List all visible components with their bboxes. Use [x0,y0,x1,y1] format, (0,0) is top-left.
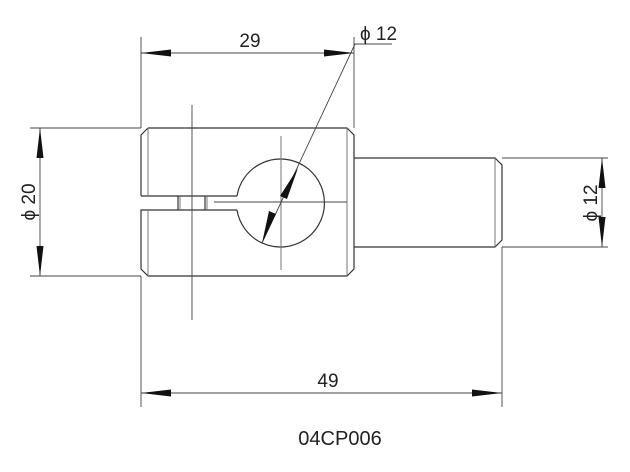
dimension-body-length: 29 [141,31,354,57]
dimension-hole-diameter: ϕ 12 [261,24,397,244]
dimension-body-diameter: ϕ 20 [19,128,44,276]
dimension-label: 29 [239,31,260,52]
dimension-shaft-diameter: ϕ 12 [581,158,606,247]
cross-hole [236,158,326,248]
part-number: 04CP006 [298,428,381,450]
dimension-label: ϕ 12 [581,184,602,221]
extension-lines [30,37,608,407]
dimension-total-length: 49 [141,371,502,397]
dimension-label: ϕ 20 [19,183,40,220]
dimension-label: ϕ 12 [360,24,397,45]
dimension-label: 49 [317,371,338,392]
